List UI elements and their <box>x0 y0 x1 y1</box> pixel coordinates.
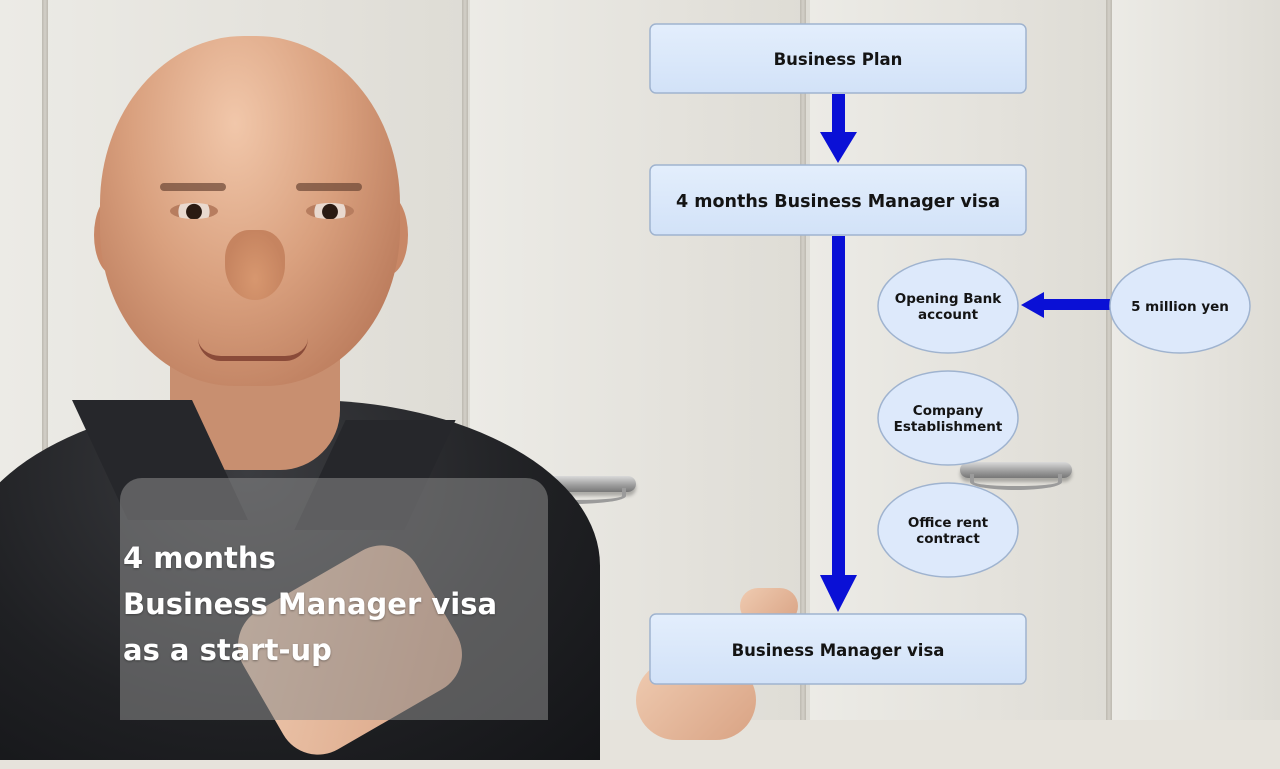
cabinet-seam <box>1106 0 1112 720</box>
cabinet-panel-right <box>810 0 1110 720</box>
node-office-rent-line2: contract <box>916 531 980 547</box>
node-five-million-yen-label: 5 million yen <box>1131 299 1229 315</box>
caption-line: Business Manager visa <box>123 587 498 621</box>
person-brow <box>160 183 226 191</box>
cabinet-seam <box>42 0 48 720</box>
node-company-establishment: Company Establishment <box>877 370 1019 466</box>
node-office-rent-line1: Office rent <box>908 515 989 531</box>
node-four-month-visa: 4 months Business Manager visa <box>649 164 1027 236</box>
arrow-visa-to-manager <box>820 236 857 612</box>
node-four-month-visa-label: 4 months Business Manager visa <box>676 192 1000 212</box>
node-five-million-yen: 5 million yen <box>1109 258 1251 354</box>
caption-line: as a start-up <box>123 633 332 667</box>
flow-diagram: Business Plan 4 months Business Manager … <box>649 23 1251 685</box>
caption-line: 4 months <box>123 541 276 575</box>
node-business-manager-visa: Business Manager visa <box>649 613 1027 685</box>
node-office-rent: Office rent contract <box>877 482 1019 578</box>
person-nose <box>225 230 285 300</box>
cabinet-seam <box>462 0 468 720</box>
cabinet-seam <box>800 0 806 720</box>
node-opening-bank-line1: Opening Bank <box>895 291 1003 307</box>
person-eye <box>306 203 354 219</box>
node-company-establishment-line1: Company <box>913 403 984 419</box>
cabinet-panel-far-right <box>1110 0 1280 720</box>
node-business-plan: Business Plan <box>649 23 1027 94</box>
node-business-plan-label: Business Plan <box>774 50 903 69</box>
node-company-establishment-line2: Establishment <box>894 419 1003 435</box>
arrow-yen-to-bank <box>1021 292 1110 318</box>
caption-box <box>120 478 548 720</box>
cabinet-handle <box>960 462 1072 490</box>
caption-text: 4 months Business Manager visa as a star… <box>123 535 497 673</box>
arrow-plan-to-visa <box>820 94 857 163</box>
node-opening-bank-line2: account <box>918 307 979 323</box>
node-business-manager-visa-label: Business Manager visa <box>732 641 945 660</box>
person-eye <box>170 203 218 219</box>
node-opening-bank: Opening Bank account <box>877 258 1019 354</box>
person-mouth <box>198 338 308 361</box>
person-brow <box>296 183 362 191</box>
